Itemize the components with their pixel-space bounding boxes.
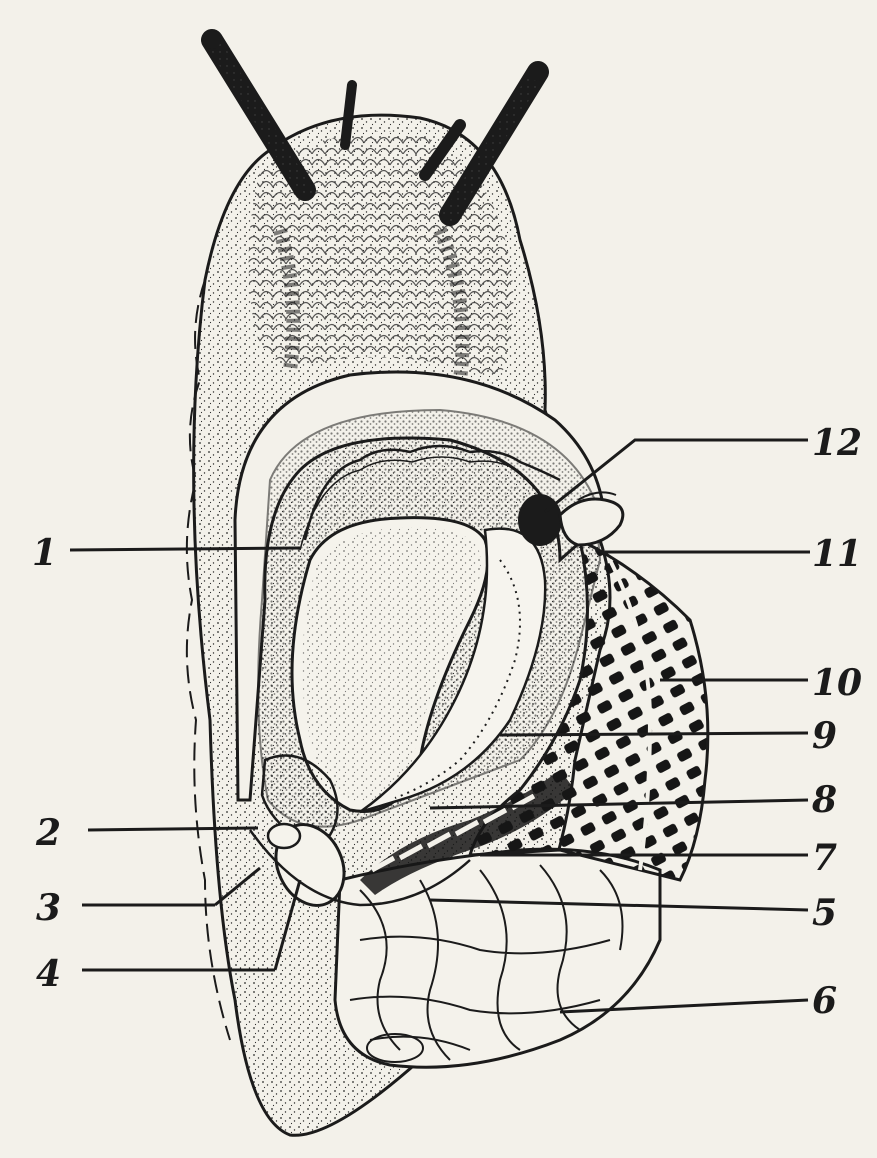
leader-2 (88, 828, 258, 830)
leader-1 (70, 548, 300, 550)
label-9: 9 (812, 715, 837, 757)
label-7: 7 (812, 837, 837, 879)
leader-9 (500, 733, 808, 735)
label-4: 4 (36, 953, 61, 995)
label-2: 2 (35, 812, 61, 854)
label-12: 12 (812, 422, 862, 464)
label-11: 11 (812, 533, 862, 575)
label-5: 5 (812, 892, 837, 934)
label-3: 3 (36, 887, 61, 929)
label-1: 1 (32, 532, 57, 574)
label-10: 10 (812, 662, 862, 704)
label-8: 8 (811, 779, 837, 821)
label-6: 6 (812, 980, 837, 1022)
